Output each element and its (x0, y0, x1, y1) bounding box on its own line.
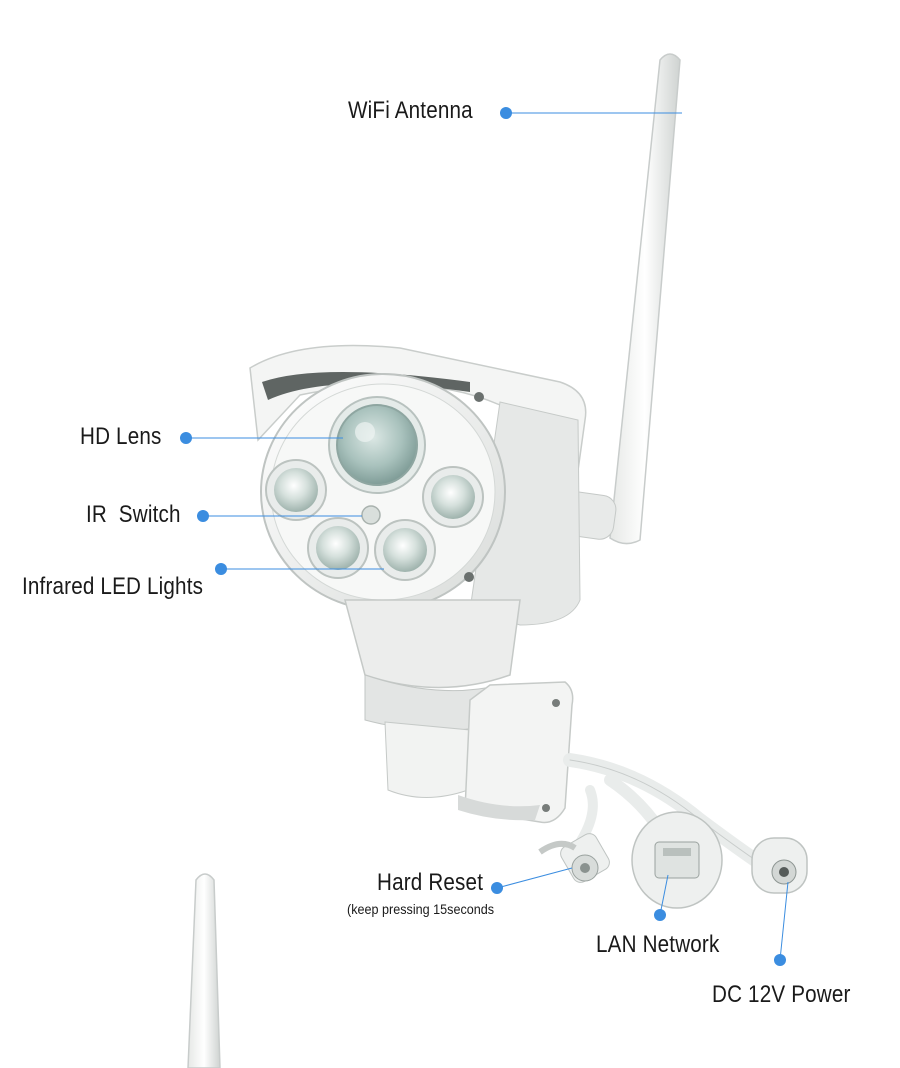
hd-lens-shape (328, 396, 426, 494)
callout-dot-dc (774, 954, 786, 966)
callout-dot-infrared (215, 563, 227, 575)
callout-line-dc (779, 881, 789, 961)
callout-dot-ir-switch (197, 510, 209, 522)
callout-dot-lan (654, 909, 666, 921)
label-dc-power: DC 12V Power (712, 981, 851, 1008)
callout-line-hard-reset (496, 867, 573, 889)
ir-switch-shape (361, 505, 381, 525)
wall-bracket (458, 681, 574, 824)
label-infrared-led: Infrared LED Lights (22, 573, 204, 600)
callout-lines (186, 112, 789, 961)
hard-reset-connector (538, 833, 610, 883)
callout-dots (180, 107, 786, 966)
infrared-leds-shape (265, 459, 484, 581)
label-wifi-antenna: WiFi Antenna (348, 97, 473, 124)
label-hard-reset-note: (keep pressing 15seconds (347, 901, 495, 917)
callout-dot-hd-lens (180, 432, 192, 444)
camera-neck (344, 599, 521, 798)
label-hd-lens: HD Lens (80, 423, 162, 450)
callout-line-lan (659, 874, 669, 916)
label-hard-reset: Hard Reset (377, 869, 484, 896)
second-antenna-shape (187, 873, 221, 1068)
label-lan-network: LAN Network (596, 931, 720, 958)
lan-connector (631, 811, 723, 909)
callout-dot-hard-reset (491, 882, 503, 894)
label-ir-switch: IR Switch (86, 501, 181, 528)
callout-dot-wifi (500, 107, 512, 119)
dc-power-connector (751, 837, 808, 894)
